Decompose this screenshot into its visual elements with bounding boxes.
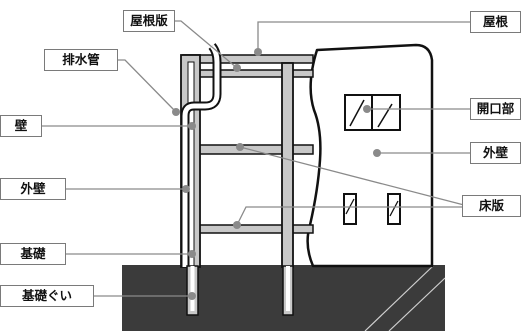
leader-floor-slab-upper — [239, 146, 465, 206]
label-foundation: 基礎 — [0, 243, 66, 265]
label-foundation-pile: 基礎ぐい — [0, 285, 94, 307]
dot-foundation-pile — [188, 292, 196, 300]
label-drain-pipe: 排水管 — [44, 49, 118, 71]
foundation-pile-right-inner — [286, 266, 290, 311]
leader-drain-pipe — [117, 59, 177, 113]
leader-roof-slab — [173, 20, 238, 69]
leader-lines — [40, 20, 472, 297]
dot-exterior-wall-right — [373, 149, 381, 157]
dot-foundation — [188, 250, 196, 258]
right-column — [281, 62, 294, 268]
dot-exterior-wall-left — [182, 185, 190, 193]
small-window-left — [343, 193, 357, 225]
roof-slab — [182, 54, 314, 64]
dot-opening — [363, 105, 371, 113]
dot-roof-right — [254, 48, 262, 56]
dot-roof-slab — [233, 64, 241, 72]
small-window-right-glint — [389, 200, 399, 217]
dot-floor-slab-lower — [233, 221, 241, 229]
drain-pipe-fill — [182, 44, 220, 267]
floor-slab-upper — [197, 144, 314, 155]
leader-floor-slab-lower — [236, 206, 464, 226]
dot-floor-slab-upper — [236, 143, 244, 151]
label-roof-right: 屋根 — [470, 11, 521, 33]
label-exterior-wall-left: 外壁 — [0, 178, 66, 200]
dot-wall — [188, 122, 196, 130]
label-exterior-wall-right: 外壁 — [470, 142, 521, 164]
exterior-wall-panel — [306, 43, 434, 268]
ground-hatch-2 — [388, 277, 446, 331]
floor-slab-lower — [197, 224, 314, 234]
window-glint-1 — [349, 99, 365, 127]
ground-hatch-1 — [364, 265, 434, 331]
foundation-pile-left-inner — [190, 266, 195, 311]
window-glint-2 — [377, 103, 393, 128]
label-floor-slab: 床版 — [462, 195, 521, 217]
dot-drain-pipe — [172, 108, 180, 116]
leader-roof-right — [257, 21, 472, 52]
label-opening: 開口部 — [470, 98, 521, 120]
label-roof-slab: 屋根版 — [123, 10, 175, 32]
label-wall: 壁 — [0, 115, 42, 137]
leader-dots — [172, 48, 381, 300]
